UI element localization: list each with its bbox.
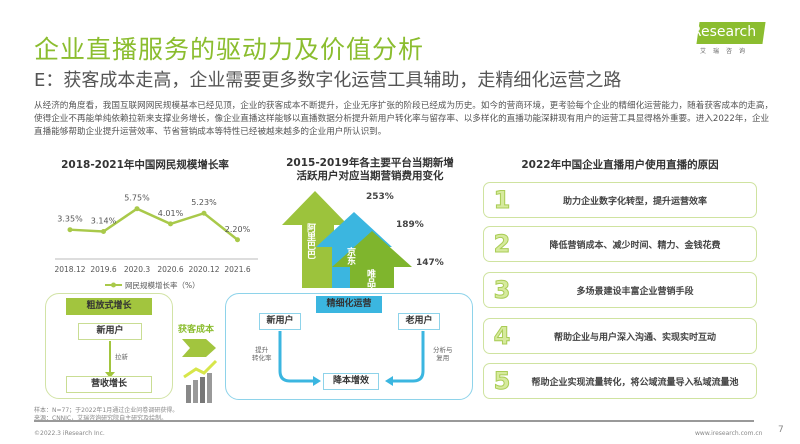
intro-paragraph: 从经济的角度看，我国互联网网民规模基本已经见顶，企业的获客成本不断提升，企业无序… (34, 101, 774, 137)
cost-growth-icon (182, 339, 218, 403)
website-url: www.iresearch.com.cn (695, 430, 763, 437)
refined-operation-box (225, 293, 473, 400)
copyright: ©2022.3 iResearch Inc. (34, 430, 105, 437)
reuse-label: 分析与 复用 (433, 346, 453, 362)
value-vip: 147% (416, 258, 444, 268)
cost-reduction-node: 降本增效 (323, 373, 379, 390)
page-number: 7 (778, 425, 784, 435)
left-new-user-node: 新用户 (78, 323, 142, 340)
convert-label: 提升 转化率 (252, 346, 272, 362)
data-point (235, 237, 240, 243)
value-alibaba: 253% (366, 192, 394, 202)
refined-operation-title: 精细化运营 (316, 296, 382, 313)
footer-divider (34, 420, 754, 422)
line-chart-title: 2018-2021年中国网民规模增长率 (61, 159, 229, 171)
x-tick-label: 2019.6 (90, 265, 116, 274)
arrow-chart: 阿里巴巴 京东 唯品会 253% 189% 147% (282, 191, 444, 290)
data-label: 4.01% (158, 209, 184, 218)
arrow-alibaba (282, 191, 348, 288)
logo-subtitle: 艾瑞咨询 (700, 48, 753, 55)
acquisition-cost-label: 获客成本 (178, 325, 215, 335)
iresearch-logo: iResearch (688, 22, 768, 46)
arrow-vip (332, 231, 412, 288)
label-alibaba: 阿里巴巴 (305, 223, 316, 260)
label-vip: 唯品会 (365, 268, 376, 290)
legend-label: 网民规模增长率（%） (125, 280, 200, 290)
extensive-growth-title: 粗放式增长 (66, 298, 152, 315)
page-title: 企业直播服务的驱动力及价值分析 (34, 35, 425, 64)
data-point (168, 221, 173, 227)
pull-new-label: 拉新 (115, 353, 128, 361)
x-tick-label: 2020.3 (124, 265, 150, 274)
legend-marker (111, 282, 116, 288)
revenue-growth-node: 营收增长 (66, 376, 152, 393)
x-tick-label: 2020.12 (188, 265, 219, 274)
series-line (69, 207, 239, 241)
x-tick-label: 2021.6 (224, 265, 250, 274)
page-subtitle: E：获客成本走高，企业需要更多数字化运营工具辅助，走精细化运营之路 (34, 70, 622, 91)
sample-note: 样本：N=77；于2022年1月通过企业问卷调研获得。 (34, 407, 179, 414)
old-user-node: 老用户 (398, 313, 440, 330)
data-label: 2.20% (225, 225, 251, 234)
value-jd: 189% (396, 220, 424, 230)
data-point (201, 210, 207, 216)
data-point (101, 229, 106, 235)
x-tick-label: 2020.6 (157, 265, 183, 274)
reasons-title: 2022年中国企业直播用户使用直播的原因 (521, 159, 719, 171)
right-new-user-node: 新用户 (259, 313, 301, 330)
data-point (134, 206, 140, 212)
line-chart: 3.35% 2018.12 3.14% 2019.6 5.75% 2020.3 4.01% 2… (54, 194, 258, 290)
data-label: 3.35% (57, 215, 83, 224)
source-note: 来源：CNNIC，艾瑞咨询研究院自主研究及绘制。 (34, 415, 168, 422)
down-arrow-icon (105, 372, 115, 378)
data-label: 5.75% (124, 194, 150, 203)
flow-arrows (278, 331, 425, 386)
x-tick-label: 2018.12 (54, 265, 85, 274)
data-label: 3.14% (91, 217, 117, 226)
arrow-chart-title: 2015-2019年各主要平台当期新增活跃用户对应当期营销费用变化 (286, 157, 454, 182)
label-jd: 京东 (345, 246, 356, 266)
data-point (67, 227, 73, 233)
extensive-growth-box (45, 293, 173, 399)
data-label: 5.23% (191, 198, 217, 207)
down-arrow-line (109, 341, 111, 374)
